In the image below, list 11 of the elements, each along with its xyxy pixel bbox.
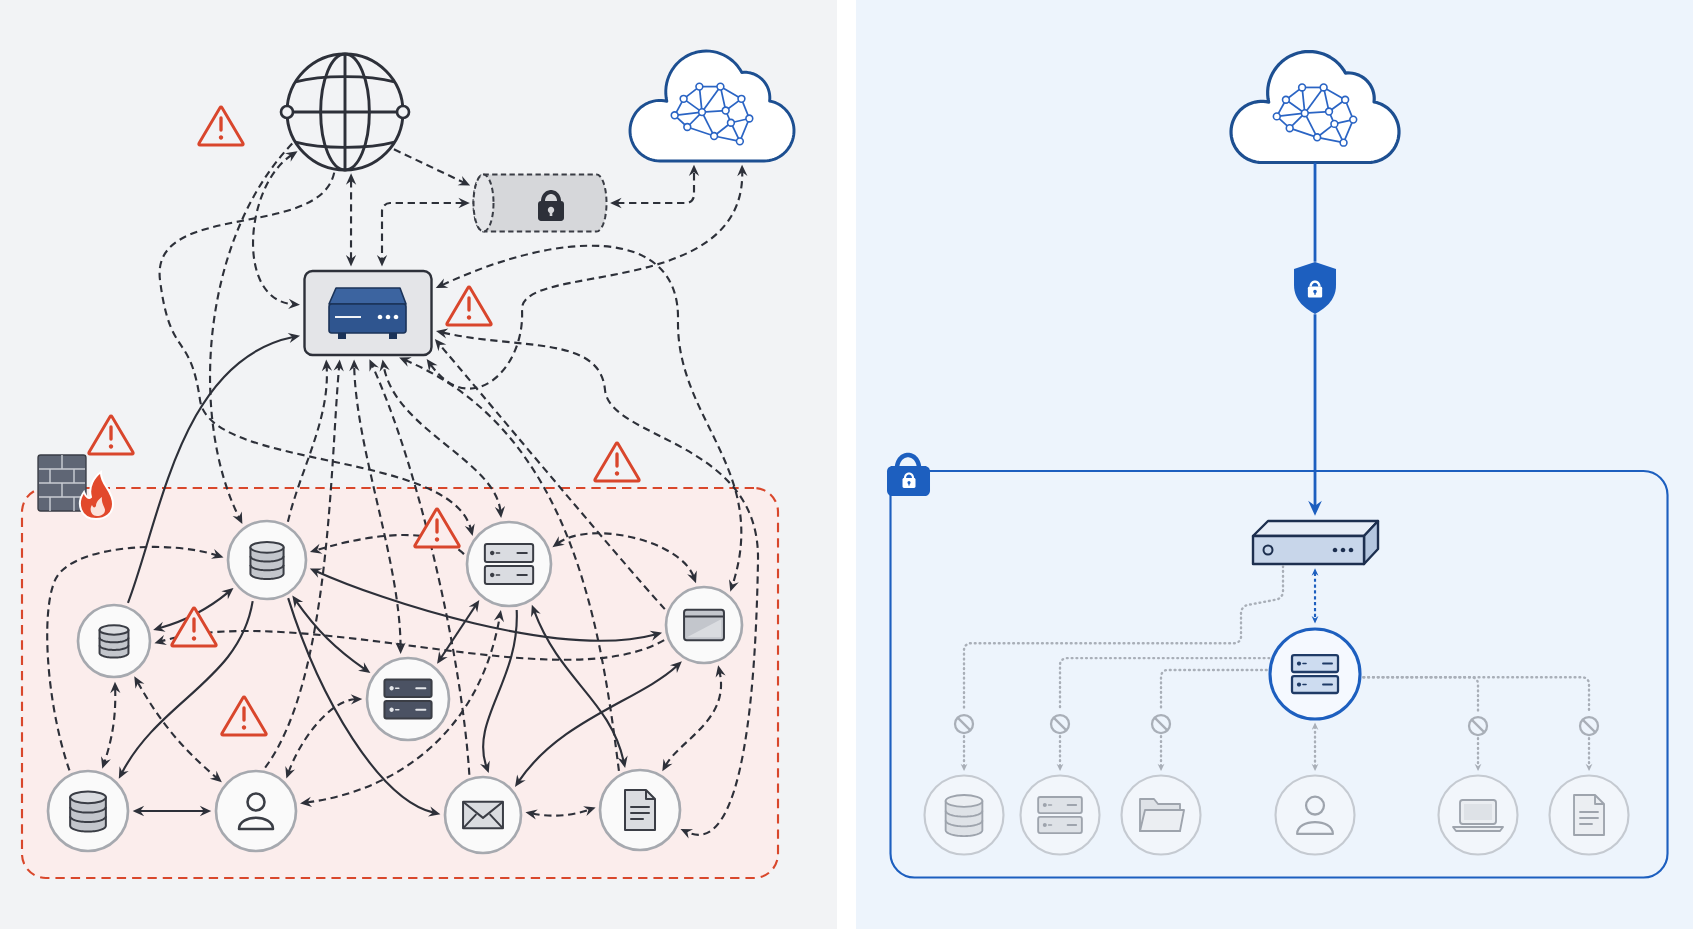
blocked-icon: [1467, 715, 1489, 737]
blocked-icon: [1578, 715, 1600, 737]
globe-icon: [279, 52, 411, 172]
connector-line: [1313, 162, 1317, 262]
blocked-icon: [1049, 713, 1071, 735]
zone-box: [889, 469, 1669, 879]
shield-lock-icon: [1294, 262, 1336, 314]
network-switch-icon: [1251, 519, 1380, 566]
blocked-icon: [953, 713, 975, 735]
blocked-icon: [1150, 713, 1172, 735]
dashed-line: [1362, 676, 1591, 714]
